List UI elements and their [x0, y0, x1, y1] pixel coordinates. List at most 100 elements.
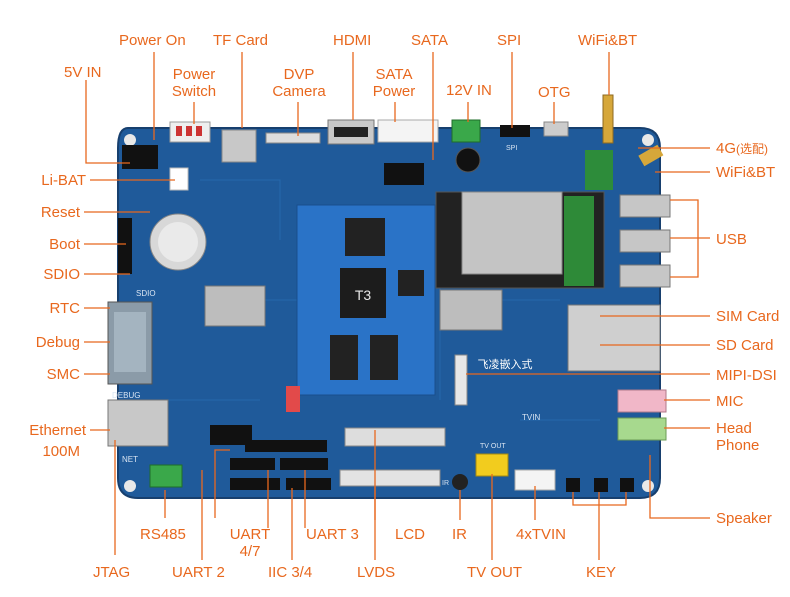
key-button	[566, 478, 580, 492]
silk-net: NET	[122, 455, 138, 464]
label-li-bat: Li-BAT	[41, 172, 86, 189]
key-button	[620, 478, 634, 492]
silk-debug: DEBUG	[112, 391, 140, 400]
label-tv-out: TV OUT	[467, 564, 522, 581]
label-sata-power-line1: SATA	[375, 66, 413, 83]
label-ir: IR	[452, 526, 467, 543]
sim-socket	[204, 285, 266, 327]
label-twelve-v-in: 12V IN	[446, 82, 492, 99]
uart2-header	[280, 458, 328, 470]
label-dvp-camera: DVP Camera	[268, 66, 330, 100]
label-rs485: RS485	[140, 526, 186, 543]
label-speaker: Speaker	[716, 510, 772, 527]
mount-hole	[124, 480, 136, 492]
label-spi: SPI	[497, 32, 522, 49]
key-button	[594, 478, 608, 492]
label-head-phone-line2: Phone	[716, 437, 760, 454]
sata-connector	[384, 163, 424, 185]
usb-port	[619, 194, 671, 218]
label-sata-power-line2: Power	[372, 83, 416, 100]
label-sata-power: SATA Power	[368, 66, 420, 100]
label-iic34: IIC 3/4	[268, 564, 313, 581]
silk-ir: IR	[442, 480, 449, 487]
four-g-module	[461, 191, 563, 275]
leader-lines	[84, 52, 710, 560]
iic-header-2	[286, 478, 331, 490]
label-lcd: LCD	[395, 526, 426, 543]
label-hdmi: HDMI	[333, 32, 372, 49]
label-power-switch-line2: Switch	[171, 83, 217, 100]
silk-tvout: TV OUT	[480, 443, 506, 450]
brand-silk: 飞凌嵌入式	[478, 357, 533, 371]
label-head-phone: Head Phone	[716, 420, 759, 454]
iic-header	[230, 478, 280, 490]
som-memory	[370, 335, 398, 380]
label-4g-note: (选配)	[736, 142, 769, 156]
label-tvin4: 4xTVIN	[516, 526, 567, 543]
label-sd-card: SD Card	[716, 337, 774, 354]
mipi-connector	[454, 354, 468, 406]
rs485-terminal	[149, 464, 183, 488]
debug-dip	[286, 386, 300, 412]
label-4g-main: 4G	[716, 140, 737, 157]
label-sdio: SDIO	[43, 266, 80, 283]
tv-out-jack	[475, 453, 509, 477]
dc-jack	[122, 145, 158, 169]
label-uart47-line2: 4/7	[239, 543, 261, 560]
label-usb: USB	[716, 231, 747, 248]
dvp-connector	[265, 132, 321, 144]
lvds-connector	[344, 427, 446, 447]
silk-spi: SPI	[506, 145, 517, 152]
label-sim-card: SIM Card	[716, 308, 780, 325]
sata-power-connector	[377, 119, 439, 143]
label-mipi-dsi: MIPI-DSI	[716, 367, 777, 384]
label-lvds: LVDS	[357, 564, 396, 581]
label-dvp-camera-line2: Camera	[272, 83, 326, 100]
label-uart3: UART 3	[306, 526, 359, 543]
som-pmic	[398, 270, 424, 296]
label-ethernet: Ethernet	[29, 422, 86, 439]
label-boot: Boot	[49, 236, 80, 253]
four-g-antenna	[638, 144, 664, 167]
mount-hole	[642, 134, 654, 146]
usb-port	[619, 229, 671, 253]
label-ethernet-speed: 100M	[42, 443, 80, 460]
label-power-switch-line1: Power	[172, 66, 216, 83]
som-memory	[330, 335, 358, 380]
twelve-v-terminal	[451, 119, 481, 143]
wifi-antenna	[602, 94, 614, 144]
otg-port	[543, 121, 569, 137]
som-chip-label: T3	[355, 287, 372, 303]
label-mic: MIC	[716, 393, 744, 410]
mount-hole	[124, 134, 136, 146]
mic-jack	[617, 389, 667, 413]
som-memory	[345, 218, 385, 256]
label-key: KEY	[586, 564, 617, 581]
label-sata: SATA	[411, 32, 448, 49]
usb-port	[619, 264, 671, 288]
silk-tvin: TVIN	[522, 413, 540, 422]
sd-card-slot	[567, 304, 661, 372]
li-bat-connector	[169, 167, 189, 191]
tf-card-slot	[221, 129, 257, 163]
uart47-header	[230, 458, 275, 470]
ir-receiver	[452, 474, 468, 490]
som-chip	[340, 268, 386, 318]
label-reset: Reset	[40, 204, 80, 221]
label-uart47: UART 4/7	[228, 526, 272, 560]
label-jtag: JTAG	[93, 564, 131, 581]
lcd-connector	[339, 469, 441, 487]
label-otg: OTG	[538, 84, 571, 101]
label-wifi-bt-top: WiFi&BT	[578, 32, 638, 49]
label-uart47-line1: UART	[229, 526, 271, 543]
label-4g: 4G(选配)	[716, 140, 768, 158]
spi-header	[500, 125, 530, 137]
capacitor	[455, 147, 481, 173]
mount-hole	[642, 480, 654, 492]
boot-header	[118, 218, 132, 274]
label-smc: SMC	[46, 366, 80, 383]
jtag-header	[210, 425, 252, 445]
label-debug: Debug	[35, 334, 80, 351]
